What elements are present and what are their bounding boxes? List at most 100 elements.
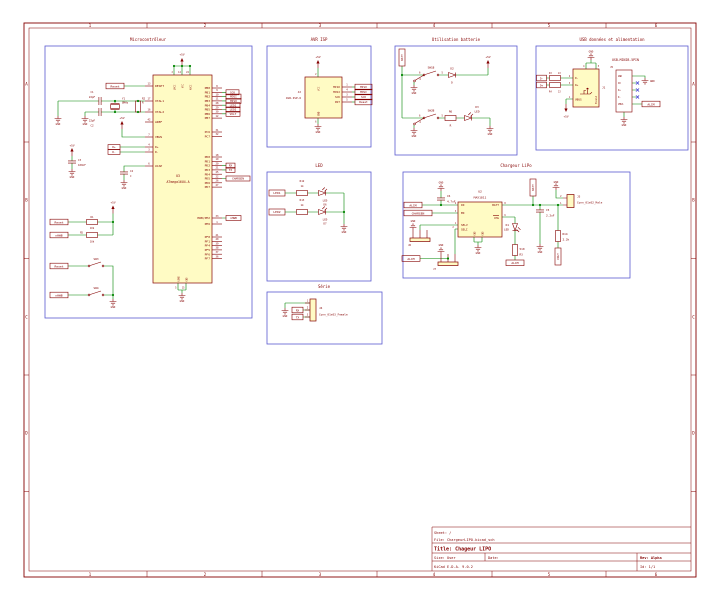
component-r5[interactable]: R5 10k (80, 232, 98, 244)
pin-name: RST (335, 100, 340, 104)
pin-name: PB2 (205, 95, 211, 99)
net-label-tx[interactable]: TX (225, 167, 236, 173)
pin-number: 31 (216, 129, 219, 132)
net-label-rx[interactable]: RX (225, 162, 236, 169)
component-sw2b[interactable]: SW2B 6 5 4 (413, 109, 444, 126)
net-label[interactable] (354, 83, 373, 91)
component-c2[interactable]: 22pF C2 (89, 107, 102, 127)
net-label[interactable] (354, 98, 373, 106)
component-sw4[interactable]: SW4 (87, 286, 105, 297)
component-r3-charger[interactable]: 510 R3 (512, 244, 525, 257)
resistor-icon (86, 219, 98, 225)
net-label-dminus[interactable]: D- (107, 149, 121, 155)
net-label-alim-in[interactable]: ALIM (403, 201, 423, 209)
net-label-reset-pullup[interactable]: Reset (49, 218, 69, 226)
component-sw1b[interactable]: SW1B 6 5 4 (413, 66, 444, 83)
net-label-alim-jumper[interactable]: ALIM (401, 255, 421, 262)
net-label-reset[interactable]: Reset (105, 82, 125, 90)
power-5v-icon (70, 147, 74, 157)
pin-name: PB0 (205, 86, 211, 90)
net-label-led2[interactable]: LED2 (225, 106, 241, 113)
component-c1[interactable]: C1 22pF (89, 90, 102, 106)
pin-name: D+ (618, 89, 621, 92)
section-battery-use[interactable]: Utilisation batterie BATT SW1B 6 5 4 D2 … (394, 37, 518, 156)
component-j2[interactable]: J2 AVR-ISP-6 VCC GND 2 6 (286, 73, 343, 124)
component-c5[interactable]: C5 2.2uF (535, 208, 555, 218)
component-r4[interactable]: R4 22 (549, 82, 561, 94)
power-label: GND (412, 134, 417, 138)
section-led[interactable]: LED LED1 R12 1k LED D6 LED2 R13 1k (266, 163, 372, 282)
gnd-icon (620, 116, 628, 124)
net-label-reset-sw[interactable]: Reset (49, 262, 69, 270)
value-label: 8MHz (122, 101, 129, 105)
net-label-dplus[interactable]: D+ (107, 144, 121, 150)
component-c6[interactable]: C6 4.7uF (436, 194, 456, 204)
component-r3[interactable]: R3 22 (549, 72, 561, 81)
component-j7[interactable]: J7 (433, 254, 459, 271)
component-d2[interactable]: D2 D (448, 67, 456, 85)
component-j4[interactable]: 123 J4 Conn_01x03_Female (305, 298, 348, 322)
net-label-volt[interactable]: VOLT (225, 111, 241, 117)
net-label-rx[interactable]: RX (291, 306, 304, 314)
net-label-sck[interactable]: SCK (225, 89, 240, 96)
pin-number: 39 (216, 242, 219, 245)
capacitor-icon (98, 107, 102, 117)
net-label-nhwb[interactable]: nHWB (225, 215, 242, 221)
pin-number: 9 (216, 89, 218, 92)
net-label-chargen[interactable]: CHARGEN (225, 175, 251, 182)
net-label-usb-dminus[interactable]: D- (536, 74, 547, 82)
ref-label: C5 (546, 208, 550, 212)
pin-name: BATT (492, 203, 499, 207)
section-serial[interactable]: Série GND RX TX 123 J4 Conn_01x03_Female (266, 284, 383, 345)
led-rows: LED1 R12 1k LED D6 LED2 R13 1k LED D7 (268, 179, 344, 226)
net-label-batt-vert[interactable]: BATT (529, 178, 537, 197)
component-d3[interactable]: D3 LED (464, 105, 480, 121)
net-label-alim-usb[interactable]: ALIM (641, 100, 661, 108)
component-sw3[interactable]: SW3 (87, 257, 105, 268)
component-c3[interactable]: C3 100nF (67, 158, 86, 167)
component-r1[interactable]: R1 10k (86, 216, 98, 230)
power-label: +5V (485, 55, 490, 59)
net-label-led1[interactable]: LED1 (225, 102, 241, 108)
component-r2[interactable]: R2 R (135, 97, 146, 113)
component-r6[interactable]: R6 R (444, 110, 457, 128)
net-label-alim-led[interactable]: ALIM (505, 259, 525, 266)
net-label-text: ALIM (407, 257, 414, 261)
diode-icon (448, 72, 456, 78)
net-label-nhwb-pullup[interactable]: nHWB (49, 231, 69, 239)
section-lipo-charger[interactable]: Chargeur LiPo GND C6 4.7uF ALIM CHARGEN … (401, 163, 631, 279)
component-j1[interactable]: D- D+ VBUS 2 3 1 4 5 Shield J1 (569, 65, 606, 108)
component-u2[interactable]: U2 MAX1811 IN EN SELV SELI BATT CHG 4 3 … (452, 190, 506, 238)
net-label-tx[interactable]: TX (291, 313, 304, 321)
pin-number: 6 (419, 115, 421, 118)
component-c4[interactable]: C4 C (119, 169, 134, 178)
title-block: Sheet: / File: ChargeurLIPO.kicad_sch Ti… (431, 526, 691, 571)
net-label-miso[interactable]: MISO (225, 98, 242, 104)
power-label: GND (316, 130, 321, 134)
net-label-mosi[interactable]: MOSI (225, 93, 242, 100)
net-label[interactable] (354, 88, 373, 96)
net-label-batt[interactable]: BATT (398, 48, 406, 67)
section-avr-isp[interactable]: AVR ISP J2 AVR-ISP-6 VCC GND 2 6 +5V GND… (266, 37, 373, 148)
net-label[interactable] (354, 93, 373, 101)
component-y1[interactable]: Y1 8MHz (110, 97, 129, 113)
net-label-volt[interactable]: VOLT (554, 247, 562, 266)
net-label-usb-dplus[interactable]: D+ (536, 81, 547, 89)
crystal-icon (110, 103, 120, 110)
resistor-icon (512, 244, 518, 256)
component-u3[interactable]: U3 ATmega16U4-A (152, 74, 213, 284)
net-label-chargen[interactable]: CHARGEN (403, 209, 433, 217)
net-label-nhwb-sw[interactable]: nHWB (49, 291, 69, 299)
component-d1[interactable]: D1 LED (504, 223, 521, 233)
pin-number: 22 (216, 175, 219, 178)
component-r14[interactable]: R14 2.2k (555, 230, 570, 242)
section-usb[interactable]: USB données et alimentation D- D+ R3 22 … (535, 37, 689, 151)
section-box (44, 45, 253, 319)
component-j6[interactable]: J6 (408, 230, 431, 247)
component-j3[interactable]: 2 1 J3 Conn_01x02_Male (560, 194, 603, 208)
value-label: R (142, 101, 144, 105)
